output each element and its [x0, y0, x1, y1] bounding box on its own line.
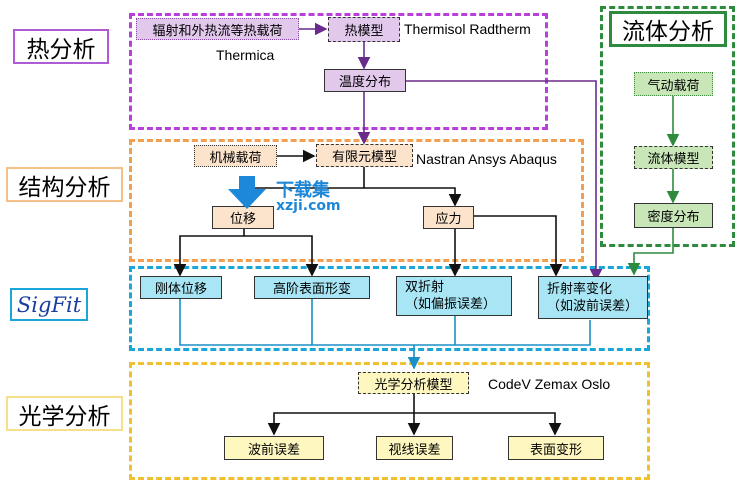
heat-load-node: 辐射和外热流等热载荷 — [136, 18, 299, 40]
fluid-section-label: 流体分析 — [609, 11, 727, 47]
watermark-url: xzji.com — [276, 198, 341, 214]
birefringence-subtitle: （如偏振误差） — [405, 297, 497, 312]
thermal-model-node: 热模型 — [328, 17, 400, 42]
displacement-node: 位移 — [212, 206, 274, 229]
surface-deformation-node: 表面变形 — [508, 436, 604, 460]
refractive-index-change-node: 折射率变化 （如波前误差） — [538, 276, 648, 319]
temperature-distribution-node: 温度分布 — [324, 69, 406, 92]
mechanical-load-node: 机械载荷 — [194, 145, 277, 167]
stress-node: 应力 — [423, 206, 474, 229]
fluid-region — [600, 6, 735, 247]
refractive-index-subtitle: （如波前误差） — [547, 298, 639, 314]
refractive-index-title: 折射率变化 — [547, 281, 613, 297]
thermal-section-label: 热分析 — [13, 29, 109, 64]
structural-region — [129, 139, 584, 262]
sigfit-section-label: SigFit — [10, 288, 88, 321]
sigfit-region — [129, 266, 650, 351]
high-order-deformation-node: 高阶表面形变 — [254, 276, 370, 299]
optical-section-label: 光学分析 — [6, 396, 123, 431]
aero-load-node: 气动载荷 — [634, 72, 713, 96]
birefringence-node: 双折射 （如偏振误差） — [396, 276, 512, 316]
fluid-model-node: 流体模型 — [634, 146, 713, 169]
thermica-label: Thermica — [216, 47, 275, 63]
wavefront-error-node: 波前误差 — [224, 436, 324, 460]
thermal-tools-label: Thermisol Radtherm — [404, 21, 531, 37]
watermark-download-icon — [226, 176, 268, 210]
rigid-displacement-node: 刚体位移 — [140, 276, 222, 299]
birefringence-title: 双折射 — [405, 280, 445, 295]
fem-model-node: 有限元模型 — [316, 144, 413, 167]
los-error-node: 视线误差 — [376, 436, 453, 460]
structural-section-label: 结构分析 — [6, 167, 123, 202]
thermal-region — [129, 13, 548, 130]
optical-region — [129, 362, 650, 480]
optical-model-node: 光学分析模型 — [358, 372, 469, 394]
density-distribution-node: 密度分布 — [634, 203, 713, 228]
optical-tools-label: CodeV Zemax Oslo — [488, 376, 611, 392]
watermark-text: 下载集 — [276, 180, 330, 201]
structural-tools-label: Nastran Ansys Abaqus — [416, 151, 557, 167]
